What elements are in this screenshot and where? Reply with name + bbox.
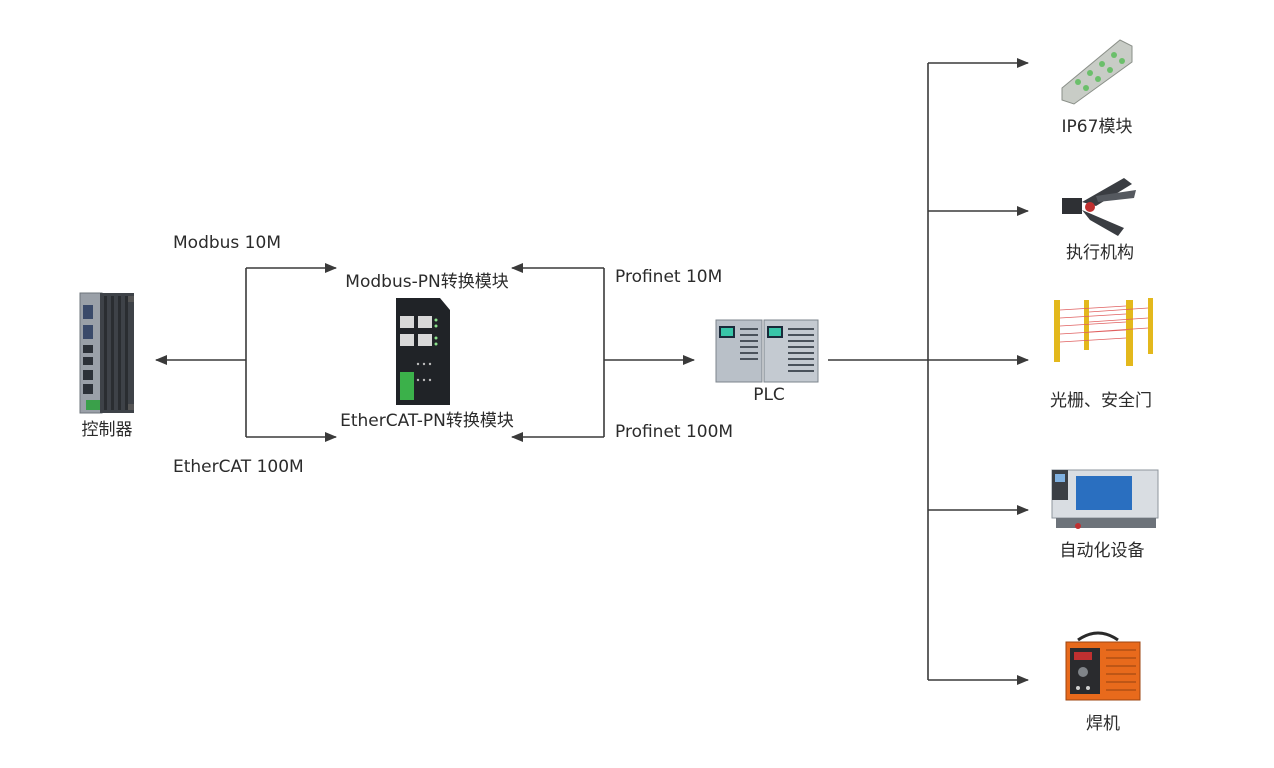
modbus-pn-module-label: Modbus-PN转换模块 xyxy=(345,272,509,292)
actuator-icon xyxy=(1062,178,1136,236)
plc-label: PLC xyxy=(753,385,785,405)
ethercat-speed-label: EtherCAT 100M xyxy=(173,457,304,477)
automation-equipment-icon xyxy=(1051,469,1159,529)
light-curtain-label: 光栅、安全门 xyxy=(1050,391,1152,411)
welder-icon xyxy=(1065,631,1141,701)
plc-links xyxy=(511,263,695,442)
field-links xyxy=(828,58,1029,685)
automation-equipment-label: 自动化设备 xyxy=(1059,541,1145,561)
controller-links xyxy=(155,263,337,442)
welder-label: 焊机 xyxy=(1086,714,1120,734)
ip67-module-label: IP67模块 xyxy=(1061,117,1133,137)
controller-label: 控制器 xyxy=(81,420,133,440)
profinet-100m-label: Profinet 100M xyxy=(615,422,734,442)
ip67-module-icon xyxy=(1061,39,1133,105)
modbus-speed-label: Modbus 10M xyxy=(173,233,281,253)
plc-icon xyxy=(715,319,819,383)
profinet-10m-label: Profinet 10M xyxy=(615,267,723,287)
converter-module-icon xyxy=(396,298,450,405)
light-curtain-icon xyxy=(1054,298,1153,366)
actuator-label: 执行机构 xyxy=(1066,243,1134,263)
controller-icon xyxy=(79,292,134,414)
ethercat-pn-module-label: EtherCAT-PN转换模块 xyxy=(340,411,514,431)
